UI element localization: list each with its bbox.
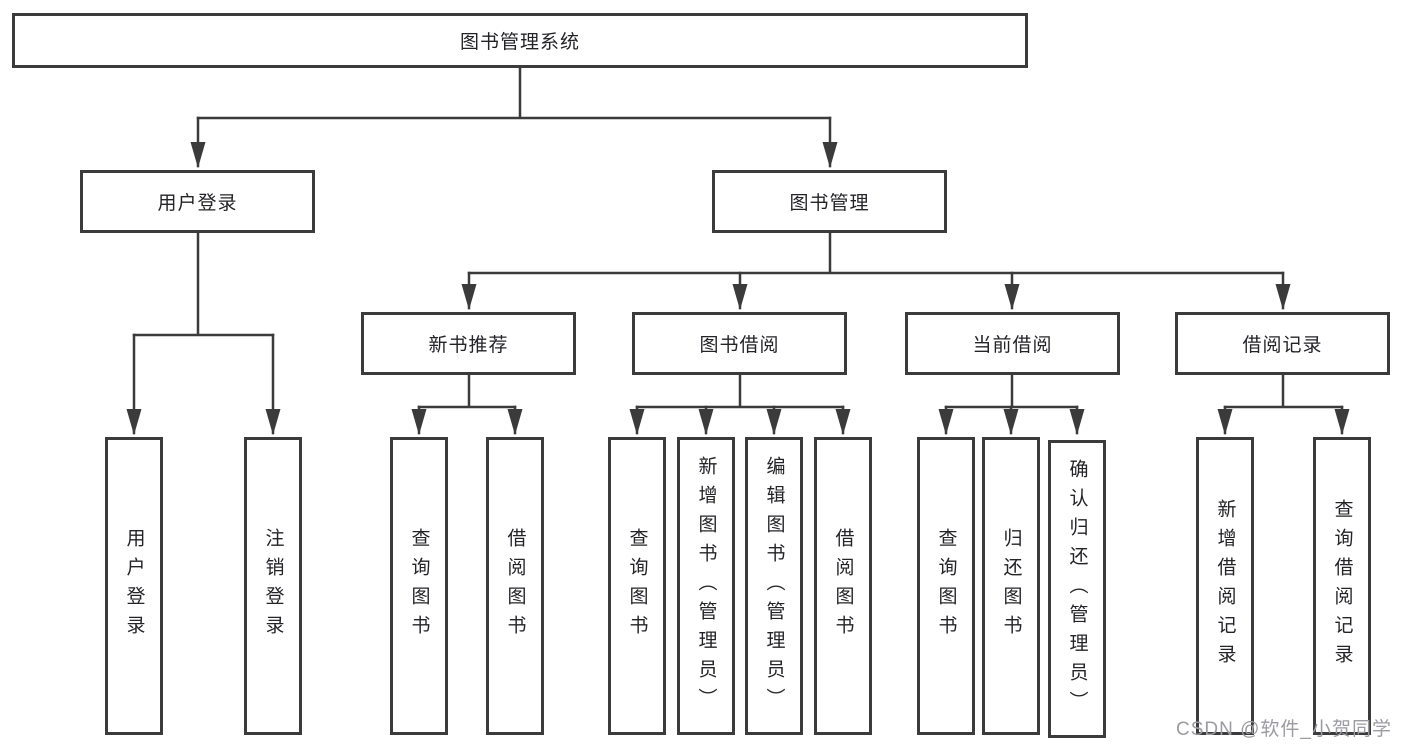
leaf-add-borrow-record-label: 新增借阅记录 [1214, 499, 1236, 673]
node-borrowing-records: 借阅记录 [1175, 312, 1390, 375]
leaf-edit-book-admin-label: 编辑图书（管理员） [763, 455, 785, 717]
leaf-user-login-label: 用户登录 [123, 528, 145, 644]
leaf-borrow-books-recommend: 借阅图书 [486, 437, 544, 735]
leaf-query-books-current-label: 查询图书 [935, 528, 957, 644]
leaf-logout-label: 注销登录 [262, 528, 284, 644]
leaf-edit-book-admin: 编辑图书（管理员） [745, 437, 803, 735]
leaf-borrow-books: 借阅图书 [814, 437, 872, 735]
node-library-management-system: 图书管理系统 [12, 13, 1028, 68]
node-book-management: 图书管理 [712, 170, 947, 233]
leaf-query-books-current: 查询图书 [917, 437, 975, 735]
node-book-borrowing: 图书借阅 [632, 312, 847, 375]
leaf-query-borrow-record: 查询借阅记录 [1313, 437, 1371, 735]
leaf-borrow-books-recommend-label: 借阅图书 [504, 528, 526, 644]
leaf-borrow-books-label: 借阅图书 [832, 528, 854, 644]
leaf-query-books-recommend: 查询图书 [390, 437, 448, 735]
leaf-confirm-return-admin: 确认归还（管理员） [1048, 440, 1106, 738]
node-user-login: 用户登录 [80, 170, 315, 233]
leaf-return-books: 归还图书 [982, 437, 1040, 735]
leaf-query-borrow-record-label: 查询借阅记录 [1331, 499, 1353, 673]
leaf-query-books-borrow: 查询图书 [608, 437, 666, 735]
leaf-add-borrow-record: 新增借阅记录 [1196, 437, 1254, 735]
leaf-user-login: 用户登录 [105, 437, 163, 735]
leaf-add-book-admin-label: 新增图书（管理员） [695, 455, 717, 717]
node-new-book-recommend: 新书推荐 [361, 312, 576, 375]
leaf-return-books-label: 归还图书 [1000, 528, 1022, 644]
watermark: CSDN @软件_小贺同学 [1176, 719, 1392, 740]
leaf-query-books-borrow-label: 查询图书 [626, 528, 648, 644]
leaf-confirm-return-admin-label: 确认归还（管理员） [1066, 458, 1088, 720]
leaf-add-book-admin: 新增图书（管理员） [677, 437, 735, 735]
leaf-logout: 注销登录 [244, 437, 302, 735]
leaf-query-books-recommend-label: 查询图书 [408, 528, 430, 644]
node-current-borrowing: 当前借阅 [905, 312, 1120, 375]
